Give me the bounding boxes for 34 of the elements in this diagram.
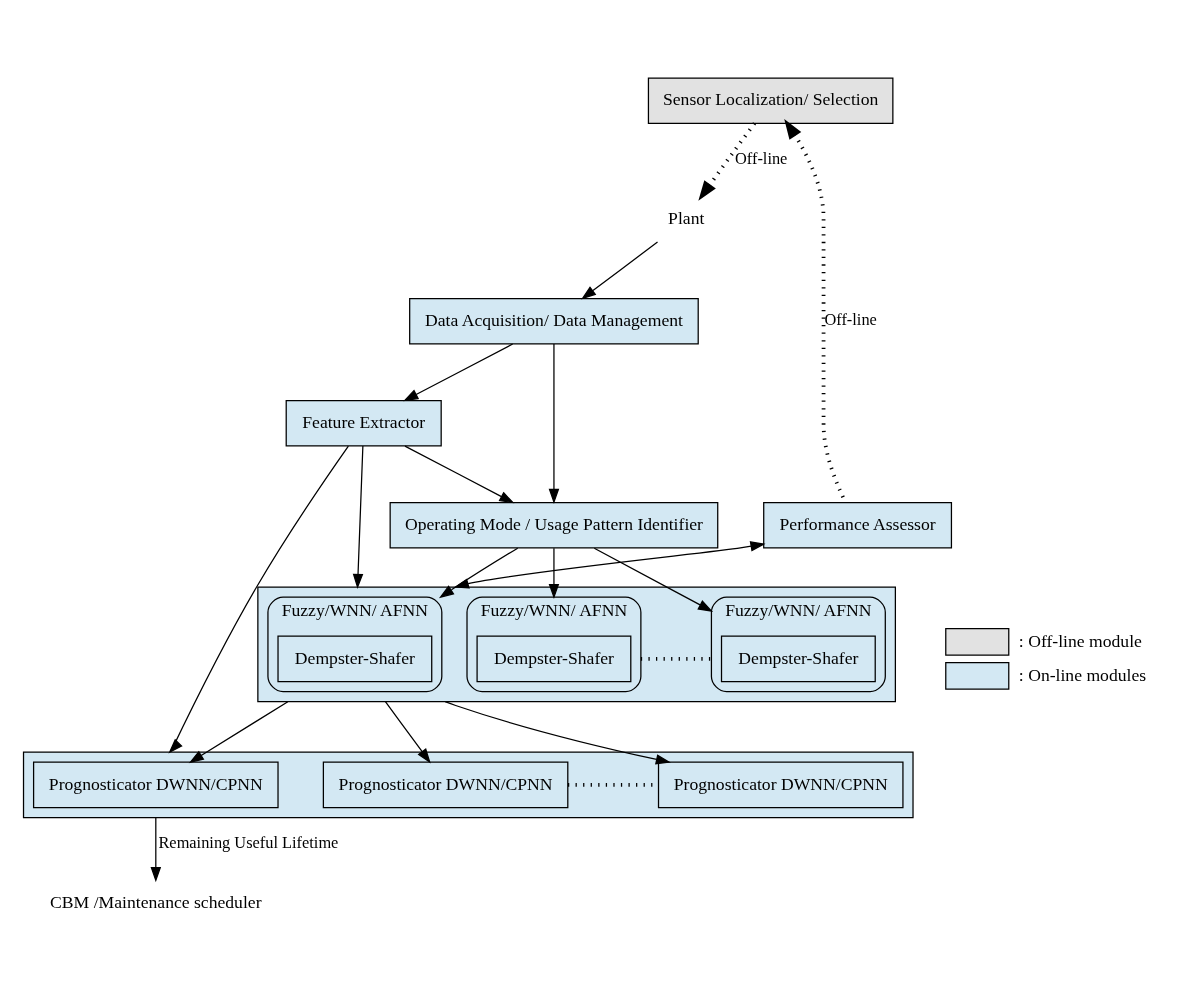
arrow <box>698 122 757 201</box>
node-box: Prognosticator DWNN/CPNN <box>32 761 279 809</box>
arrow <box>453 541 766 589</box>
arrow <box>352 445 364 589</box>
arrow <box>581 241 659 300</box>
node-box: Prognosticator DWNN/CPNN <box>322 761 569 809</box>
node-box: Dempster-Shafer <box>277 635 433 683</box>
arrow <box>403 343 514 402</box>
arrow <box>404 445 515 504</box>
node-box: Feature Extractor <box>285 399 442 447</box>
legend-label: : On-line modules <box>1018 664 1147 685</box>
edge-label: Off-line <box>824 310 877 330</box>
arrow <box>548 343 560 504</box>
node-box: Dempster-Shafer <box>720 635 876 683</box>
node-box: Data Acquisition/ Data Management <box>409 297 699 345</box>
arrow <box>168 445 349 754</box>
arrow <box>548 547 560 600</box>
node-box: Dempster-Shafer <box>476 635 632 683</box>
node-box: Sensor Localization/ Selection <box>647 77 894 125</box>
edge-label: Remaining Useful Lifetime <box>158 833 339 853</box>
edge-label: Off-line <box>735 149 788 169</box>
legend-label: : Off-line module <box>1018 630 1142 651</box>
connector <box>640 656 712 661</box>
node-box: Operating Mode / Usage Pattern Identifier <box>389 502 719 549</box>
arrow <box>438 547 519 599</box>
node-text: CBM /Maintenance scheduler <box>50 891 262 912</box>
arrow <box>384 701 431 764</box>
arrow <box>444 701 671 765</box>
node-text: Plant <box>668 207 705 228</box>
arrow <box>150 817 162 883</box>
node-box: Prognosticator DWNN/CPNN <box>657 761 904 809</box>
arrow <box>593 547 714 612</box>
arrow <box>188 701 289 764</box>
node-box: Performance Assessor <box>763 502 953 549</box>
